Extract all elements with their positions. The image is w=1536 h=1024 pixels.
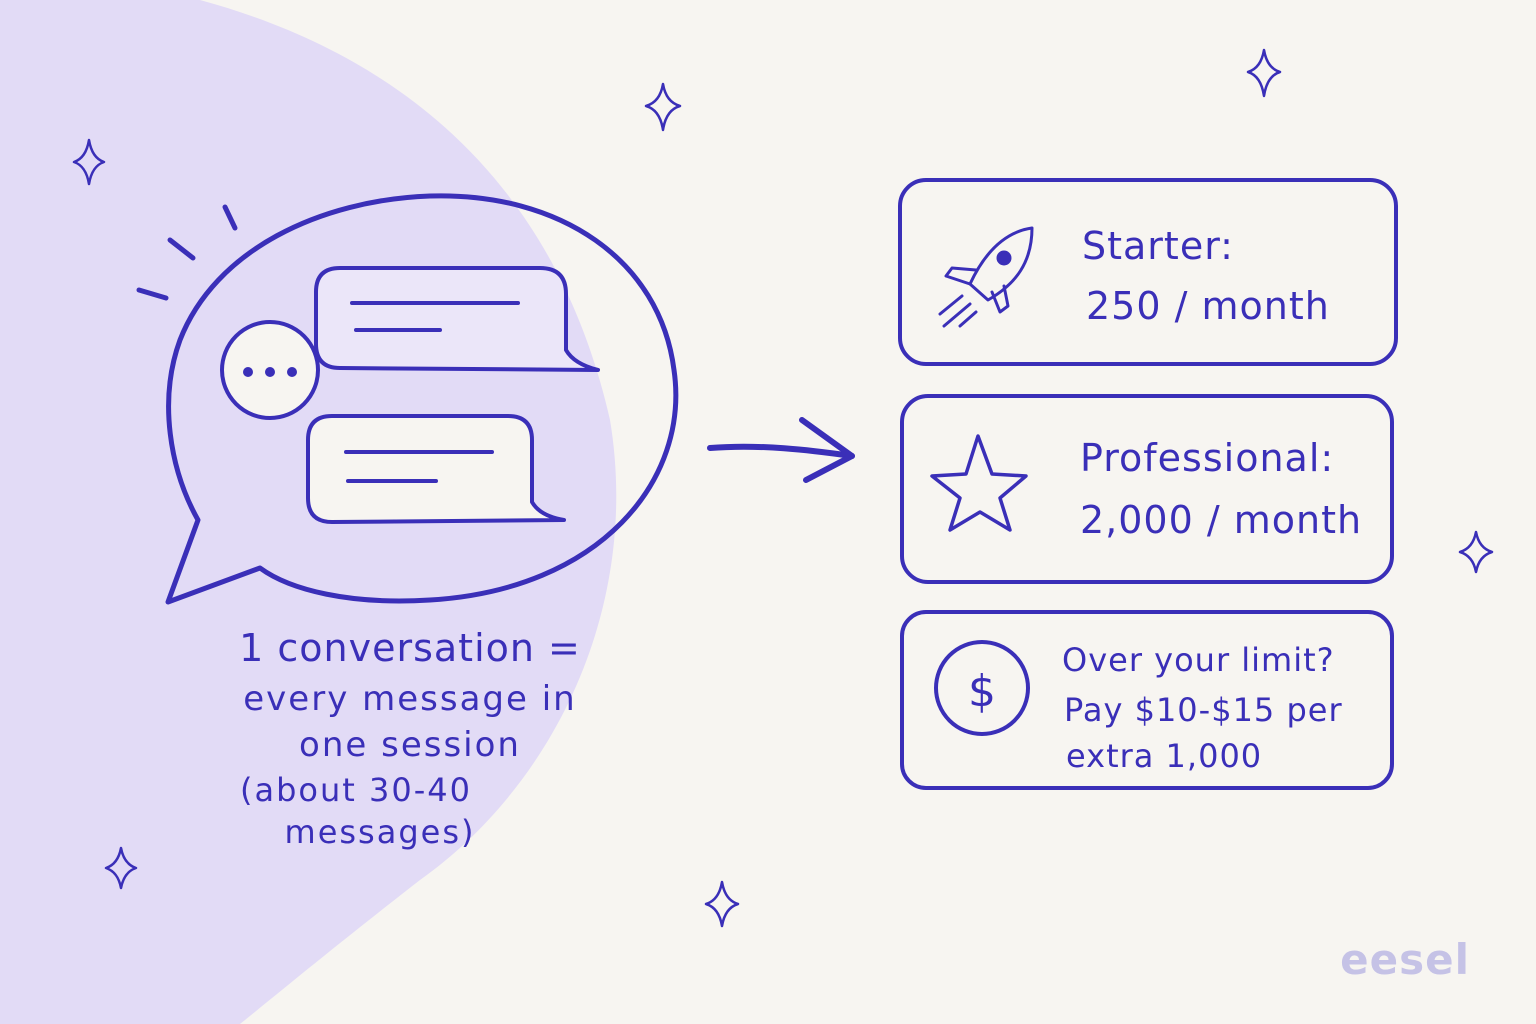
background-blob xyxy=(0,0,617,1024)
plan-value: 250 / month xyxy=(1086,284,1330,328)
sparkle-icon xyxy=(704,880,740,928)
emphasis-line xyxy=(167,237,196,261)
svg-text:$: $ xyxy=(968,666,996,717)
plan-card-professional xyxy=(900,394,1394,584)
arrow-right-icon xyxy=(707,417,855,483)
plan-title: Professional: xyxy=(1080,436,1335,480)
sparkle-icon xyxy=(644,82,682,132)
plan-title: Starter: xyxy=(1082,224,1234,268)
overage-line: Pay $10-$15 per xyxy=(1064,691,1343,729)
overage-line: extra 1,000 xyxy=(1066,737,1263,775)
eesel-logo: eesel xyxy=(1340,935,1470,984)
caption-line: (about 30-40 xyxy=(240,771,472,809)
caption-line: 1 conversation = xyxy=(239,626,581,670)
caption-line: every message in xyxy=(243,679,577,719)
speech-bubble-icon xyxy=(165,193,679,605)
sparkle-icon xyxy=(72,138,106,186)
plan-card-overage xyxy=(900,610,1394,790)
emphasis-line xyxy=(222,204,238,231)
rocket-icon xyxy=(938,226,1034,328)
plan-card-starter xyxy=(898,178,1398,366)
plan-value: 2,000 / month xyxy=(1080,498,1363,542)
conversation-definition: 1 conversation = every message in one se… xyxy=(200,620,620,852)
overage-line: Over your limit? xyxy=(1062,641,1335,679)
emphasis-line xyxy=(136,287,169,301)
caption-line: messages) xyxy=(284,813,476,851)
message-bubble-icon xyxy=(306,414,566,524)
star-icon xyxy=(930,434,1028,532)
dollar-icon xyxy=(934,640,1030,736)
caption-line: one session xyxy=(299,725,521,765)
message-bubble-icon xyxy=(314,266,600,372)
sparkle-icon xyxy=(104,846,138,890)
sparkle-icon xyxy=(1458,530,1494,574)
sparkle-icon xyxy=(1246,48,1282,98)
